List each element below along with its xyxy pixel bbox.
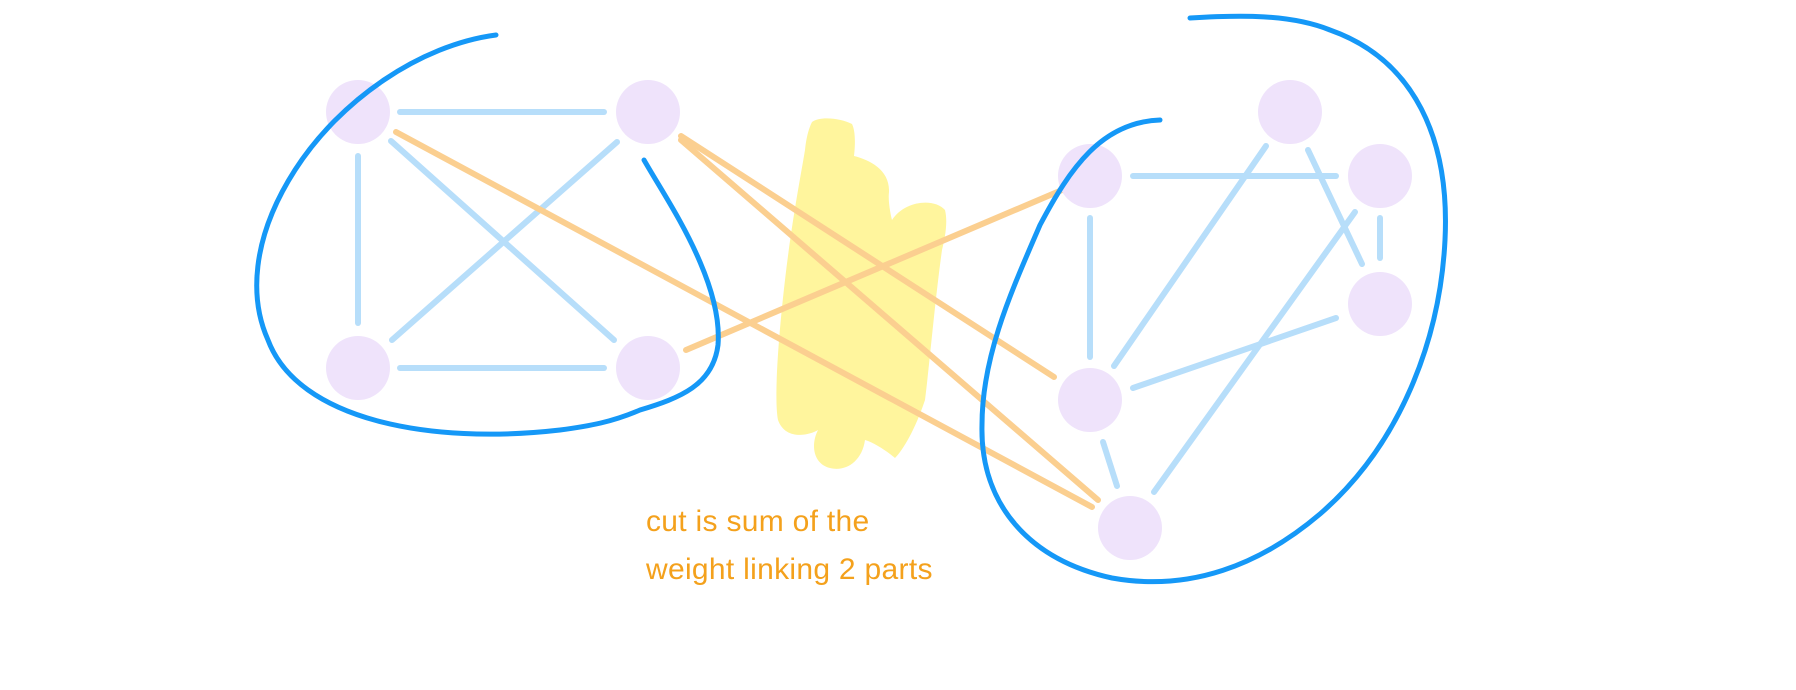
edges-layer <box>355 109 1383 510</box>
graph-edge <box>1305 147 1365 267</box>
graph-node <box>1348 272 1412 336</box>
cut-edge <box>683 187 1065 353</box>
graph-edge <box>1111 143 1269 369</box>
right-partition-lasso <box>979 13 1448 585</box>
graph-edge <box>1130 315 1339 391</box>
graph-node <box>326 80 390 144</box>
graph-node <box>1098 496 1162 560</box>
cut-edge <box>678 133 1057 380</box>
graph-node <box>1348 144 1412 208</box>
graph-node <box>326 336 390 400</box>
cut-edge <box>393 129 1095 510</box>
annotation-line-2: weight linking 2 parts <box>646 553 933 586</box>
graph-node <box>1258 80 1322 144</box>
graph-edge <box>1151 209 1358 495</box>
left-partition-lasso <box>254 32 721 437</box>
cut-annotation: cut is sum of the weight linking 2 parts <box>646 498 933 594</box>
graph-node <box>1058 368 1122 432</box>
cut-edge <box>678 137 1101 503</box>
graph-edge <box>1100 439 1120 489</box>
graph-node <box>616 80 680 144</box>
graph-node <box>1058 144 1122 208</box>
graph-edge <box>389 139 620 343</box>
graph-node <box>616 336 680 400</box>
nodes-layer <box>326 80 1412 560</box>
annotation-line-1: cut is sum of the <box>646 505 870 538</box>
